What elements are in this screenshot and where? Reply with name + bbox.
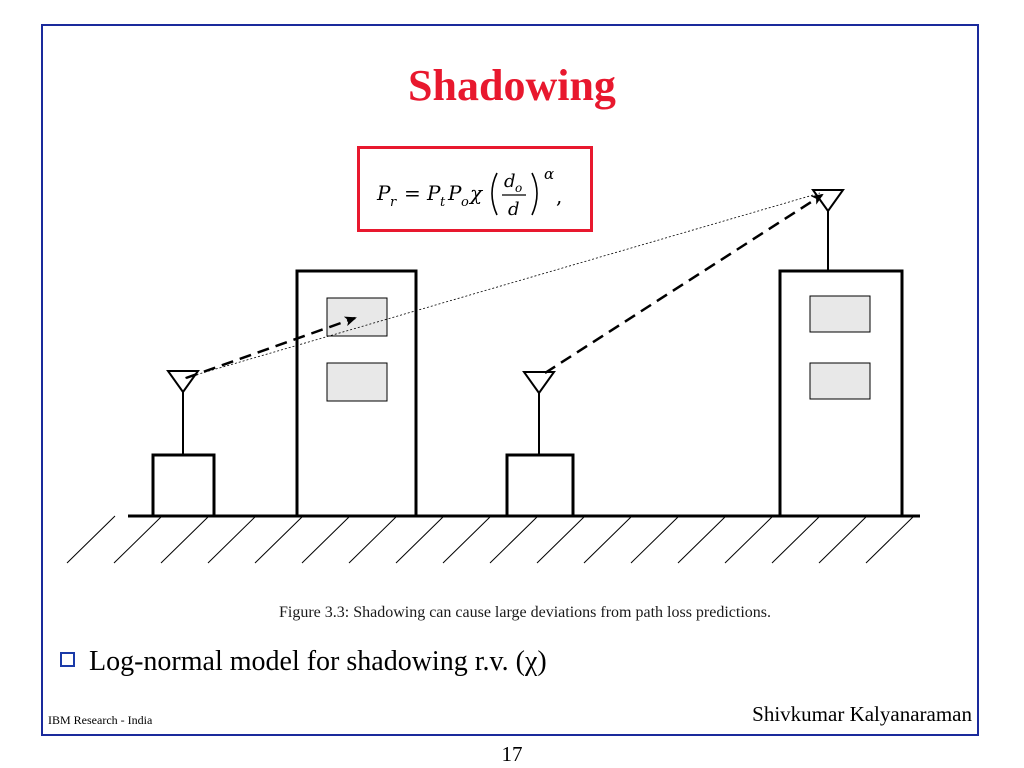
formula-lhs: P	[376, 181, 391, 205]
ground	[66, 514, 920, 564]
formula-trailing-comma: ,	[556, 184, 562, 208]
formula-chi: χ	[468, 181, 484, 205]
bullet-square-icon	[60, 652, 75, 667]
formula-p1-sub: t	[440, 195, 446, 210]
left-building-window-top	[326, 297, 388, 337]
left-transmitter	[151, 370, 216, 518]
line-of-sight-path	[184, 192, 821, 379]
slide-frame	[41, 24, 979, 736]
receiver-antenna-icon	[811, 189, 845, 213]
middle-antenna-icon	[522, 371, 556, 395]
formula-equation: P r = P t P o χ d o d α ,	[376, 165, 562, 220]
slide-title: Shadowing	[408, 61, 616, 110]
formula-lhs-sub: r	[390, 195, 397, 210]
formula-num: d	[504, 171, 516, 192]
formula-den: d	[508, 199, 520, 220]
formula-right-paren	[531, 172, 538, 216]
formula-exponent: α	[544, 165, 554, 183]
formula-p1: P	[426, 181, 441, 205]
footer-affiliation: IBM Research - India	[48, 713, 153, 727]
formula-p2: P	[447, 181, 462, 205]
middle-transmitter	[505, 371, 575, 518]
left-transmitter-base	[151, 453, 216, 518]
ground-hatching	[66, 515, 915, 564]
blocked-signal-arrow	[185, 316, 357, 380]
right-building	[778, 189, 904, 518]
formula-eq: =	[404, 181, 421, 205]
figure-caption: Figure 3.3: Shadowing can cause large de…	[278, 604, 772, 621]
middle-transmitter-base	[505, 453, 575, 518]
right-building-window-top	[809, 295, 871, 333]
bullet-text: Log-normal model for shadowing r.v. (χ)	[89, 646, 547, 677]
left-building-window-bottom	[326, 362, 388, 402]
page-number: 17	[501, 742, 523, 766]
right-building-window-bottom	[809, 362, 871, 400]
formula-box: P r = P t P o χ d o d α ,	[357, 146, 593, 232]
footer-author: Shivkumar Kalyanaraman	[752, 702, 972, 726]
received-signal-arrow	[544, 193, 824, 375]
bullet-item: Log-normal model for shadowing r.v. (χ)	[60, 644, 547, 680]
formula-left-paren	[491, 172, 498, 216]
formula-num-sub: o	[515, 181, 522, 195]
left-building	[295, 269, 418, 518]
formula-p2-sub: o	[461, 195, 469, 210]
